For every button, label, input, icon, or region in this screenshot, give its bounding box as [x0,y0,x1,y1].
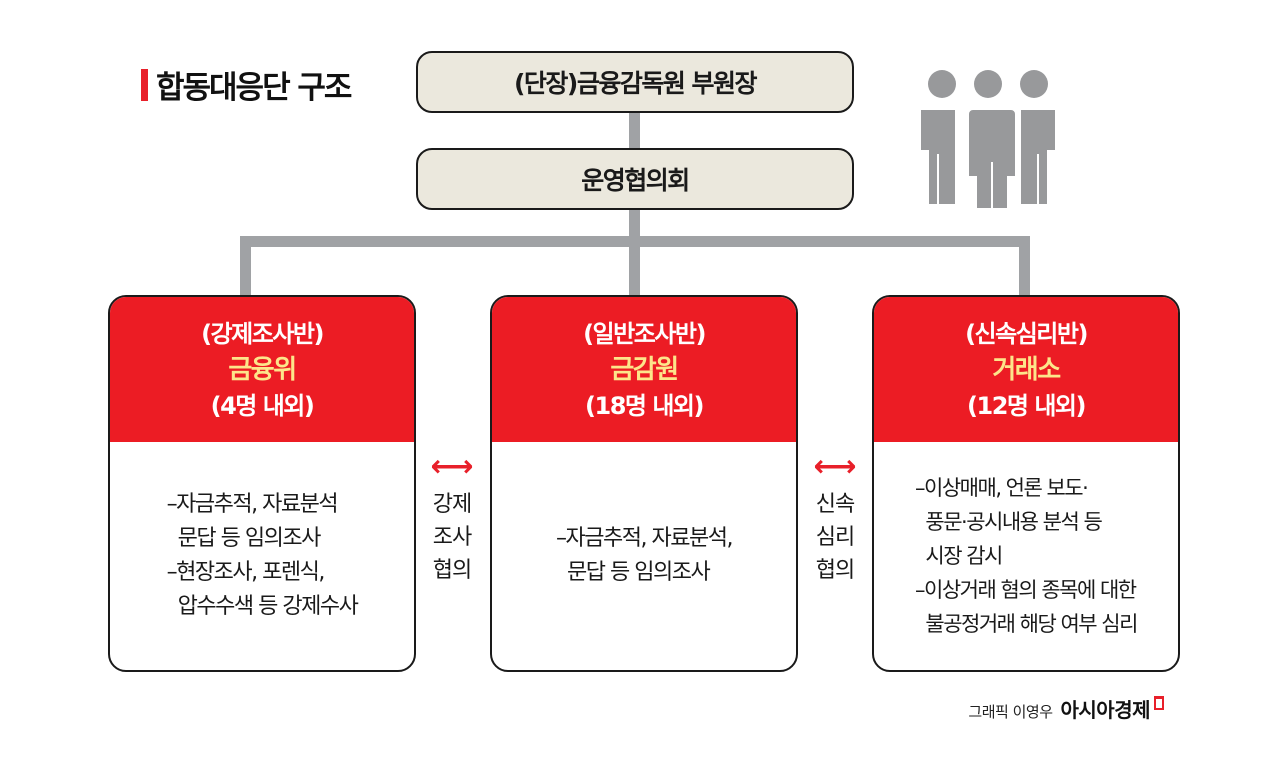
duty-item: 문답 등 임의조사 [166,526,322,551]
team-name: (일반조사반) [583,319,706,348]
credit-brand: 아시아경제 [1060,698,1151,722]
team-card-header: (일반조사반) 금감원 (18명 내외) [492,297,796,442]
diagram-title: 합동대응단 구조 [141,62,352,107]
link-label-line: 협의 [432,558,472,583]
duty-list: –이상매매, 언론 보도· 풍문·공시내용 분석 등 시장 감시 –이상거래 혐… [915,471,1138,641]
team-card-header: (강제조사반) 금융위 (4명 내외) [110,297,414,442]
link-label: 강제 조사 협의 [422,488,482,587]
credit-author: 그래픽 이영우 [968,703,1053,721]
link-label-line: 협의 [815,558,855,583]
connector-council-branch [629,209,640,297]
duty-item: –이상매매, 언론 보도· [915,476,1089,500]
link-rapid-consult: ⟷ 신속 심리 협의 [805,452,865,587]
team-org: 금융위 [228,354,297,385]
team-card-body: –자금추적, 자료분석, 문답 등 임의조사 [492,442,796,670]
duty-item: 압수수색 등 강제수사 [166,594,359,619]
team-card-general: (일반조사반) 금감원 (18명 내외) –자금추적, 자료분석, 문답 등 임… [490,295,798,672]
team-card-header: (신속심리반) 거래소 (12명 내외) [874,297,1178,442]
team-name: (신속심리반) [965,319,1088,348]
link-label-line: 조사 [432,525,472,550]
head-label: (단장)금융감독원 부원장 [513,69,758,98]
brand-logo-icon [1154,696,1164,710]
duty-item: 시장 감시 [915,544,1003,568]
head-box: (단장)금융감독원 부원장 [416,51,854,113]
double-arrow-icon: ⟷ [813,449,857,484]
link-label-line: 심리 [815,525,855,550]
title-text: 합동대응단 구조 [156,70,352,106]
connector-head-council [629,112,640,150]
connector-horizontal [240,236,1030,247]
team-size: (12명 내외) [967,391,1086,420]
double-arrow-icon: ⟷ [430,449,474,484]
title-accent-bar [141,68,148,101]
team-size: (18명 내외) [585,391,704,420]
duty-item: 불공정거래 해당 여부 심리 [915,612,1138,636]
duty-item: 풍문·공시내용 분석 등 [915,510,1102,534]
team-name: (강제조사반) [201,319,324,348]
people-group-icon [921,70,1055,208]
council-label: 운영협의회 [581,166,690,195]
connector-left [240,236,251,297]
team-card-body: –이상매매, 언론 보도· 풍문·공시내용 분석 등 시장 감시 –이상거래 혐… [874,442,1178,670]
council-box: 운영협의회 [416,148,854,210]
duty-item: –이상거래 혐의 종목에 대한 [915,578,1137,602]
team-card-rapid-review: (신속심리반) 거래소 (12명 내외) –이상매매, 언론 보도· 풍문·공시… [872,295,1180,672]
team-org: 거래소 [992,354,1061,385]
duty-item: 문답 등 임의조사 [556,560,711,585]
duty-item: –현장조사, 포렌식, [166,560,326,585]
duty-list: –자금추적, 자료분석 문답 등 임의조사 –현장조사, 포렌식, 압수수색 등… [166,488,359,624]
team-card-body: –자금추적, 자료분석 문답 등 임의조사 –현장조사, 포렌식, 압수수색 등… [110,442,414,670]
connector-right [1019,236,1030,297]
team-org: 금감원 [610,354,679,385]
duty-item: –자금추적, 자료분석, [556,526,733,551]
team-size: (4명 내외) [210,391,315,420]
credit: 그래픽 이영우 아시아경제 [968,694,1164,723]
duty-item: –자금추적, 자료분석 [166,492,339,517]
link-label-line: 신속 [815,492,855,517]
link-label: 신속 심리 협의 [805,488,865,587]
link-enforcement-consult: ⟷ 강제 조사 협의 [422,452,482,587]
link-label-line: 강제 [432,492,472,517]
team-card-enforcement: (강제조사반) 금융위 (4명 내외) –자금추적, 자료분석 문답 등 임의조… [108,295,416,672]
duty-list: –자금추적, 자료분석, 문답 등 임의조사 [556,522,733,590]
